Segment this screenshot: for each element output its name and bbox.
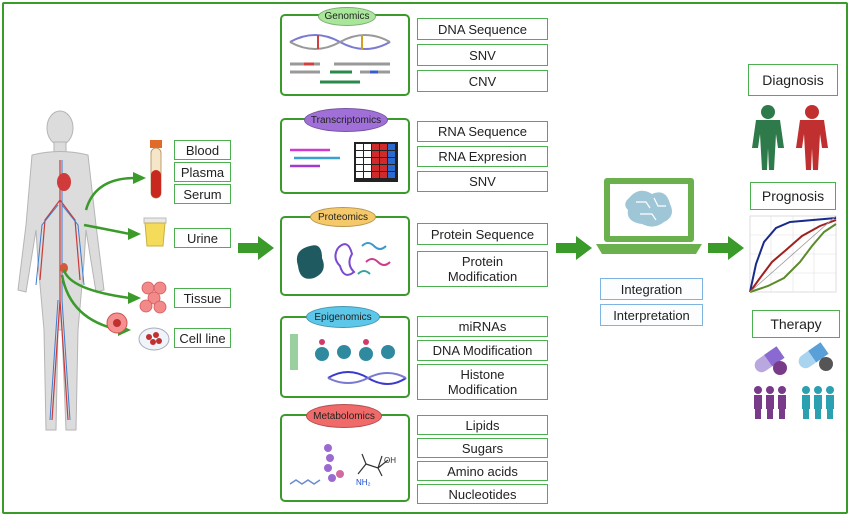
heatmap-cell [364,151,371,157]
arrow-analysis-to-outcomes [708,236,744,260]
heatmap-cell [364,165,371,171]
source-label-plasma: Plasma [174,162,231,182]
heatmap-cell [356,144,363,150]
protein-structure-icon [296,242,391,279]
heatmap-cell [356,151,363,157]
dna-helix-icon [289,34,391,84]
heatmap-cell [372,165,379,171]
survival-curve-icon [749,215,837,293]
source-label-serum: Serum [174,184,231,204]
metabolomics-item-2: Amino acids [417,461,548,481]
heatmap-cell [372,151,379,157]
epigenomics-pill: Epigenomics [306,306,380,328]
genomics-item-1: SNV [417,44,548,66]
outcome-prognosis-title: Prognosis [750,182,836,210]
cell-icon [106,312,128,334]
heatmap-cell [356,172,363,178]
medication-pills-icon [754,342,833,375]
patient-groups-icon [754,386,834,419]
analysis-interpretation: Interpretation [600,304,703,326]
outcome-therapy-title: Therapy [752,310,840,338]
heatmap-cell [364,158,371,164]
patient-figures-icon [752,105,828,170]
epigenomics-item-1: DNA Modification [417,340,548,361]
metabolomics-item-3: Nucleotides [417,484,548,504]
metabolomics-item-0: Lipids [417,415,548,435]
heatmap-cell [388,151,395,157]
cell-culture-dish-icon [138,327,170,351]
arrow-sources-to-omics [238,236,274,260]
blood-tube-icon [150,140,162,199]
epigenomics-item-0: miRNAs [417,316,548,337]
heatmap-cell [364,144,371,150]
source-label-tissue: Tissue [174,288,231,308]
metabolomics-pill: Metabolomics [306,404,382,428]
heatmap-cell [356,165,363,171]
chromatin-icon [290,334,407,385]
source-label-blood: Blood [174,140,231,160]
transcriptomics-item-2: SNV [417,171,548,192]
heatmap-cell [388,144,395,150]
heatmap-cell [388,165,395,171]
source-label-cell-line: Cell line [174,328,231,348]
chem-oh-label: OH [384,456,396,465]
outcome-diagnosis-title: Diagnosis [748,64,838,96]
transcriptomics-item-1: RNA Expresion [417,146,548,167]
heatmap-cell [372,172,379,178]
urine-cup-icon [143,217,167,247]
proteomics-pill: Proteomics [310,207,376,227]
genomics-pill: Genomics [318,7,376,26]
transcriptomics-item-0: RNA Sequence [417,121,548,142]
proteomics-item-1: Protein Modification [417,251,548,287]
heatmap-cell [380,158,387,164]
genomics-item-2: CNV [417,70,548,92]
tissue-icon [139,281,167,314]
analysis-integration: Integration [600,278,703,300]
heatmap-grid-icon [356,144,395,178]
proteomics-item-0: Protein Sequence [417,223,548,245]
metabolomics-item-1: Sugars [417,438,548,458]
heatmap-cell [388,172,395,178]
heatmap-cell [364,172,371,178]
heatmap-cell [372,144,379,150]
arrow-omics-to-analysis [556,236,592,260]
metabolomics-panel [280,414,410,502]
source-label-urine: Urine [174,228,231,248]
heatmap-cell [388,158,395,164]
heatmap-cell [372,158,379,164]
heatmap-cell [356,158,363,164]
epigenomics-item-2: Histone Modification [417,364,548,400]
metabolite-molecule-icon [289,444,389,485]
heatmap-cell [380,151,387,157]
chem-nh2-label: NH₂ [356,478,371,487]
laptop-ai-brain-icon [596,178,702,254]
genomics-item-0: DNA Sequence [417,18,548,40]
heatmap-cell [380,144,387,150]
transcriptomics-pill: Transcriptomics [304,108,388,132]
heatmap-cell [380,172,387,178]
heatmap-cell [380,165,387,171]
